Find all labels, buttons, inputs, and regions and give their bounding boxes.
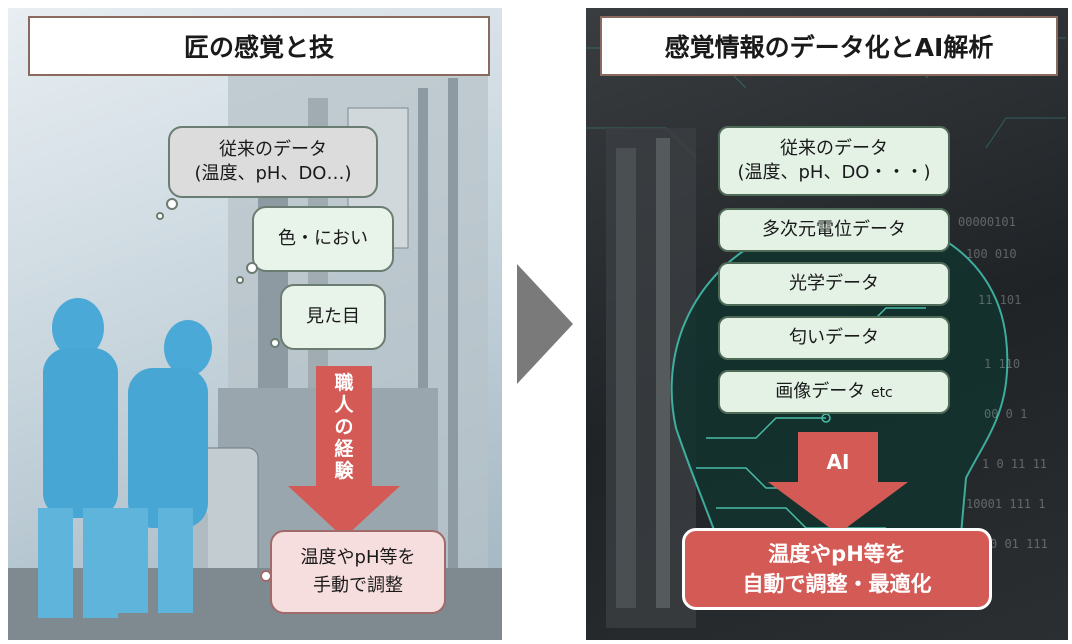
- data-item-odor: 匂いデータ: [718, 316, 950, 360]
- data-item-line1: 光学データ: [789, 273, 879, 294]
- svg-text:0 01 111: 0 01 111: [990, 537, 1048, 551]
- manual-adjust-line2: 手動で調整: [313, 575, 403, 596]
- left-title: 匠の感覚と技: [28, 16, 490, 76]
- svg-text:100 010: 100 010: [966, 247, 1017, 261]
- thought-dot: [166, 198, 178, 210]
- bubble-appearance: 見た目: [280, 284, 386, 350]
- thought-dot: [260, 570, 272, 582]
- data-item-optical: 光学データ: [718, 262, 950, 306]
- manual-adjust-bubble: 温度やpH等を 手動で調整: [270, 530, 446, 614]
- svg-text:1 110: 1 110: [984, 357, 1020, 371]
- right-panel: 00000101 100 010 11 101 1 110 00 0 1 1 0…: [586, 8, 1068, 640]
- thought-dot: [270, 338, 280, 348]
- svg-text:00000101: 00000101: [958, 215, 1016, 229]
- craftsman-experience-label: 職 人 の 経 験: [330, 372, 358, 482]
- bubble-conventional-data: 従来のデータ (温度、pH、DO…): [168, 126, 378, 198]
- arrow-char: 験: [334, 460, 354, 482]
- thought-dot: [236, 276, 244, 284]
- data-item-line2: (温度、pH、DO・・・): [737, 162, 931, 183]
- right-title: 感覚情報のデータ化とAI解析: [600, 16, 1058, 76]
- auto-adjust-line1: 温度やpH等を: [768, 542, 906, 566]
- bubble-conventional-line2: (温度、pH、DO…): [194, 163, 352, 184]
- thought-dot: [246, 262, 258, 274]
- data-item-image: 画像データ etc: [718, 370, 950, 414]
- data-item-line1: 多次元電位データ: [762, 219, 906, 240]
- data-item-line1: 匂いデータ: [789, 327, 879, 348]
- svg-text:1 0 11 11: 1 0 11 11: [982, 457, 1047, 471]
- arrow-char: 人: [334, 394, 354, 416]
- ai-arrow-label: AI: [826, 450, 850, 474]
- bubble-conventional-line1: 従来のデータ: [219, 139, 327, 160]
- data-item-conventional: 従来のデータ (温度、pH、DO・・・): [718, 126, 950, 196]
- left-panel: 匠の感覚と技 従来のデータ (温度、pH、DO…) 色・におい 見た目 職 人 …: [8, 8, 502, 640]
- svg-text:00 0 1: 00 0 1: [984, 407, 1027, 421]
- bubble-color-smell-text: 色・におい: [278, 228, 368, 249]
- thought-dot: [156, 212, 164, 220]
- auto-adjust-line2: 自動で調整・最適化: [742, 572, 932, 596]
- bubble-appearance-text: 見た目: [306, 306, 360, 327]
- data-item-line1: 従来のデータ: [780, 138, 888, 159]
- svg-text:11 101: 11 101: [978, 293, 1021, 307]
- data-item-line1-wrap: 画像データ etc: [775, 380, 893, 405]
- data-item-line1: 画像データ: [775, 380, 866, 402]
- arrow-char: 職: [334, 372, 354, 394]
- data-item-suffix: etc: [870, 384, 893, 401]
- bubble-color-smell: 色・におい: [252, 206, 394, 272]
- arrow-char: 経: [334, 438, 354, 460]
- manual-adjust-line1: 温度やpH等を: [300, 547, 416, 568]
- center-arrow-icon: [517, 264, 573, 384]
- svg-text:10001 111 1: 10001 111 1: [966, 497, 1045, 511]
- arrow-char: の: [334, 416, 354, 438]
- auto-adjust-box: 温度やpH等を 自動で調整・最適化: [682, 528, 992, 610]
- data-item-potential: 多次元電位データ: [718, 208, 950, 252]
